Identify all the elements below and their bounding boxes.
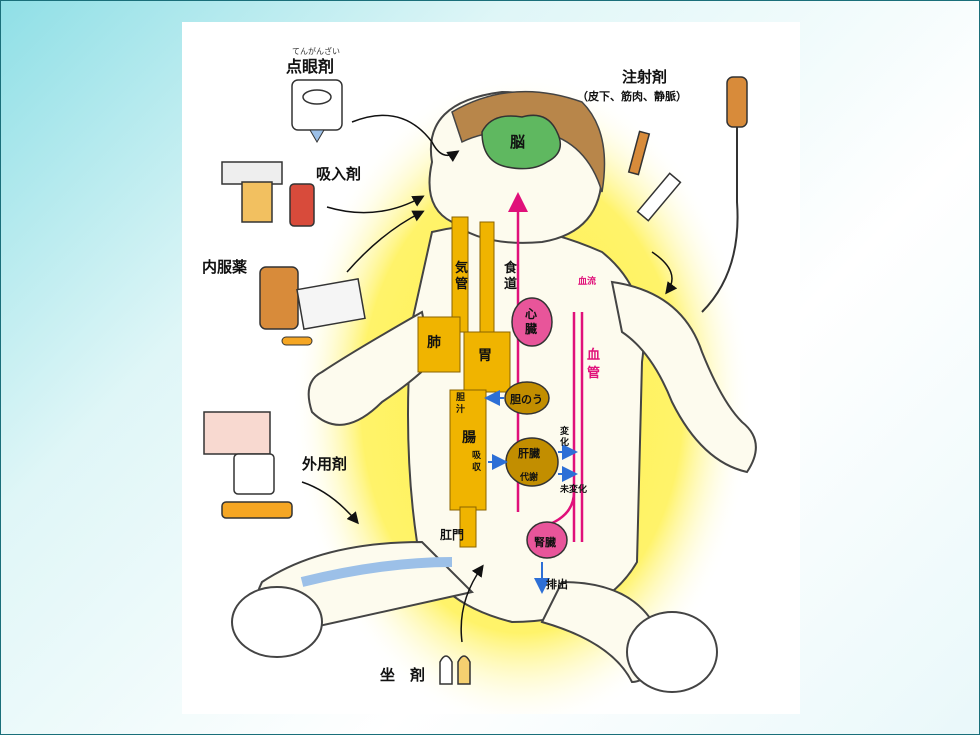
- bile-label-2: 汁: [456, 403, 465, 415]
- inhalant-arrow: [326, 195, 425, 214]
- right-shoe: [626, 611, 718, 693]
- pants-stripe: [300, 557, 453, 587]
- change-label-2: 化: [560, 436, 569, 448]
- injection-arrow: [651, 251, 678, 295]
- heart-organ: [511, 297, 553, 347]
- blood-flow-label: 血流: [578, 275, 596, 287]
- suppository-label: 坐 剤: [380, 666, 425, 684]
- brain-label: 脳: [510, 133, 525, 151]
- gallbladder-label: 胆のう: [510, 393, 543, 406]
- digestive-tract: [417, 216, 511, 548]
- oral-label: 内服薬: [202, 258, 247, 276]
- injection-sub-label: （皮下、筋肉、静脈）: [577, 89, 687, 103]
- anus-label: 肛門: [440, 527, 464, 542]
- eye-drops-bottle: [291, 79, 343, 143]
- lung-label: 肺: [427, 335, 441, 351]
- bile-label-1: 胆: [456, 392, 465, 403]
- esophagus-label-1: 食: [504, 260, 518, 276]
- stomach-label: 胃: [478, 348, 492, 364]
- change-label-1: 変: [560, 425, 569, 437]
- oral-arrow: [346, 210, 425, 273]
- suppository-arrow: [460, 564, 484, 643]
- kidney-label: 腎臓: [534, 535, 556, 549]
- external-medicine: [203, 411, 293, 519]
- drug-route-illustration: 脳 気 管 食 道 肺 胃 胆 汁 腸 吸 収 肛門 血流 血 管 心 臓 胆の…: [182, 22, 800, 714]
- trachea-label-2: 管: [455, 276, 468, 292]
- gallbladder-organ: [504, 381, 550, 415]
- esophagus-label-2: 道: [504, 276, 517, 292]
- liver-label: 肝臓: [518, 446, 540, 460]
- external-label: 外用剤: [301, 455, 347, 473]
- eye-drops-reading: てんがんざい: [292, 46, 340, 56]
- left-shoe: [231, 586, 323, 658]
- brain-organ: [481, 114, 562, 170]
- heart-label-1: 心: [525, 307, 537, 321]
- kidney-organ: [526, 521, 568, 559]
- unchanged-label: 未変化: [559, 483, 587, 495]
- injection-label: 注射剤: [622, 68, 667, 86]
- body-diagram: 脳 気 管 食 道 肺 胃 胆 汁 腸 吸 収 肛門 血流 血 管 心 臓 胆の…: [202, 46, 757, 714]
- excretion-label: 排出: [546, 577, 568, 591]
- inhalant-label: 吸入剤: [316, 165, 361, 183]
- eye-drops-arrow: [351, 114, 460, 162]
- heart-label-2: 臓: [525, 321, 537, 336]
- absorption-label-1: 吸: [472, 450, 482, 461]
- trachea-label-1: 気: [455, 260, 468, 276]
- blood-vessel-label-2: 管: [587, 365, 600, 381]
- suppository-items: [439, 655, 471, 685]
- external-arrow: [301, 481, 359, 525]
- injection-tools: [627, 76, 748, 313]
- oral-medicine: [259, 266, 366, 346]
- eye-drops-label: 点眼剤: [286, 57, 334, 76]
- metabolism-label: 代謝: [519, 471, 538, 483]
- absorption-label-2: 収: [472, 461, 482, 473]
- intestine-label: 腸: [462, 429, 476, 446]
- inhaler-device: [221, 161, 315, 227]
- blood-vessel-label-1: 血: [587, 347, 600, 363]
